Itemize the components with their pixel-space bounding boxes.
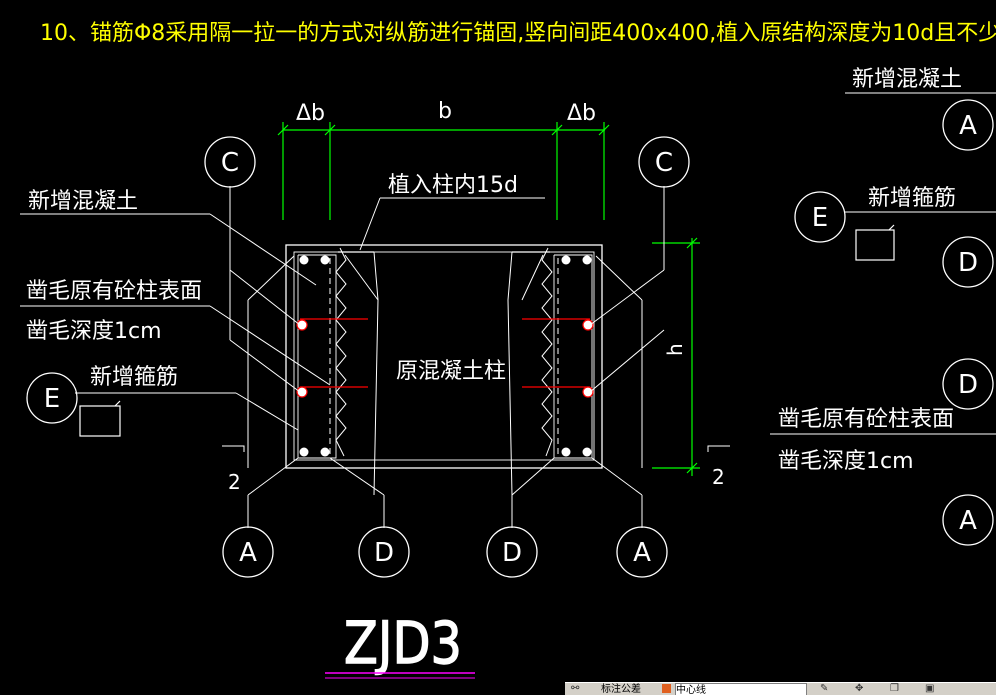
label-new-stirrup-left: 新增箍筋 — [90, 365, 178, 390]
legend-callout-d-2: D — [958, 370, 978, 400]
callout-circles — [26, 99, 994, 578]
dim-b: b — [438, 99, 452, 124]
dimension-lines — [277, 122, 700, 476]
legend-callout-a-2: A — [959, 506, 977, 536]
label-new-concrete-left: 新增混凝土 — [28, 189, 138, 214]
callout-c-left: C — [221, 148, 239, 178]
dim-delta-b-left: Δb — [296, 101, 325, 126]
legend-new-concrete: 新增混凝土 — [852, 67, 962, 92]
label-roughen-surface-left: 凿毛原有砼柱表面 — [26, 279, 202, 304]
longitudinal-bars — [299, 255, 592, 457]
section-mark-right: 2 — [712, 465, 725, 489]
legend-callout-a-1: A — [959, 111, 977, 141]
anchor-bar-ends — [296, 319, 594, 398]
leader-lines — [20, 92, 996, 528]
callout-c-right: C — [655, 148, 673, 178]
construction-note: 10、锚筋Φ8采用隔一拉一的方式对纵筋进行锚固,竖向间距400x400,植入原结… — [40, 21, 996, 46]
legend-callout-e: E — [812, 203, 828, 233]
callout-d-right: D — [502, 538, 522, 568]
legend-callout-d-1: D — [958, 248, 978, 278]
callout-e-left: E — [44, 384, 60, 414]
callout-a-right: A — [633, 538, 651, 568]
legend-new-stirrup: 新增箍筋 — [868, 186, 956, 211]
layer-color-icon[interactable] — [662, 684, 671, 693]
cad-toolbar: ⚯ 标注公差 中心线 ✎ ✥ ❐ ▣ — [565, 682, 996, 695]
save-icon[interactable]: ▣ — [925, 683, 935, 694]
column-section — [247, 244, 643, 496]
drawing-title: ZJD3 — [344, 609, 462, 677]
centre-lines — [329, 258, 559, 456]
layer-select[interactable]: 中心线 — [675, 683, 807, 695]
label-roughen-depth-left: 凿毛深度1cm — [26, 319, 162, 344]
edit-icon[interactable]: ✎ — [820, 683, 829, 694]
callout-d-left: D — [374, 538, 394, 568]
anchor-rebars — [300, 318, 590, 388]
stirrup-symbols — [79, 224, 895, 437]
callout-a-left: A — [239, 538, 257, 568]
dim-h: h — [663, 343, 687, 356]
dimension-icon[interactable]: ⚯ — [571, 683, 580, 694]
toolbar-item-tolerance[interactable]: 标注公差 — [601, 684, 641, 695]
legend-roughen-depth: 凿毛深度1cm — [778, 449, 914, 474]
copy-icon[interactable]: ❐ — [890, 683, 899, 694]
section-mark-left: 2 — [228, 470, 241, 494]
move-icon[interactable]: ✥ — [855, 683, 864, 694]
label-embed-15d: 植入柱内15d — [388, 173, 518, 198]
dim-delta-b-right: Δb — [567, 101, 596, 126]
legend-roughen-surface: 凿毛原有砼柱表面 — [778, 407, 954, 432]
label-original-column: 原混凝土柱 — [396, 359, 506, 384]
